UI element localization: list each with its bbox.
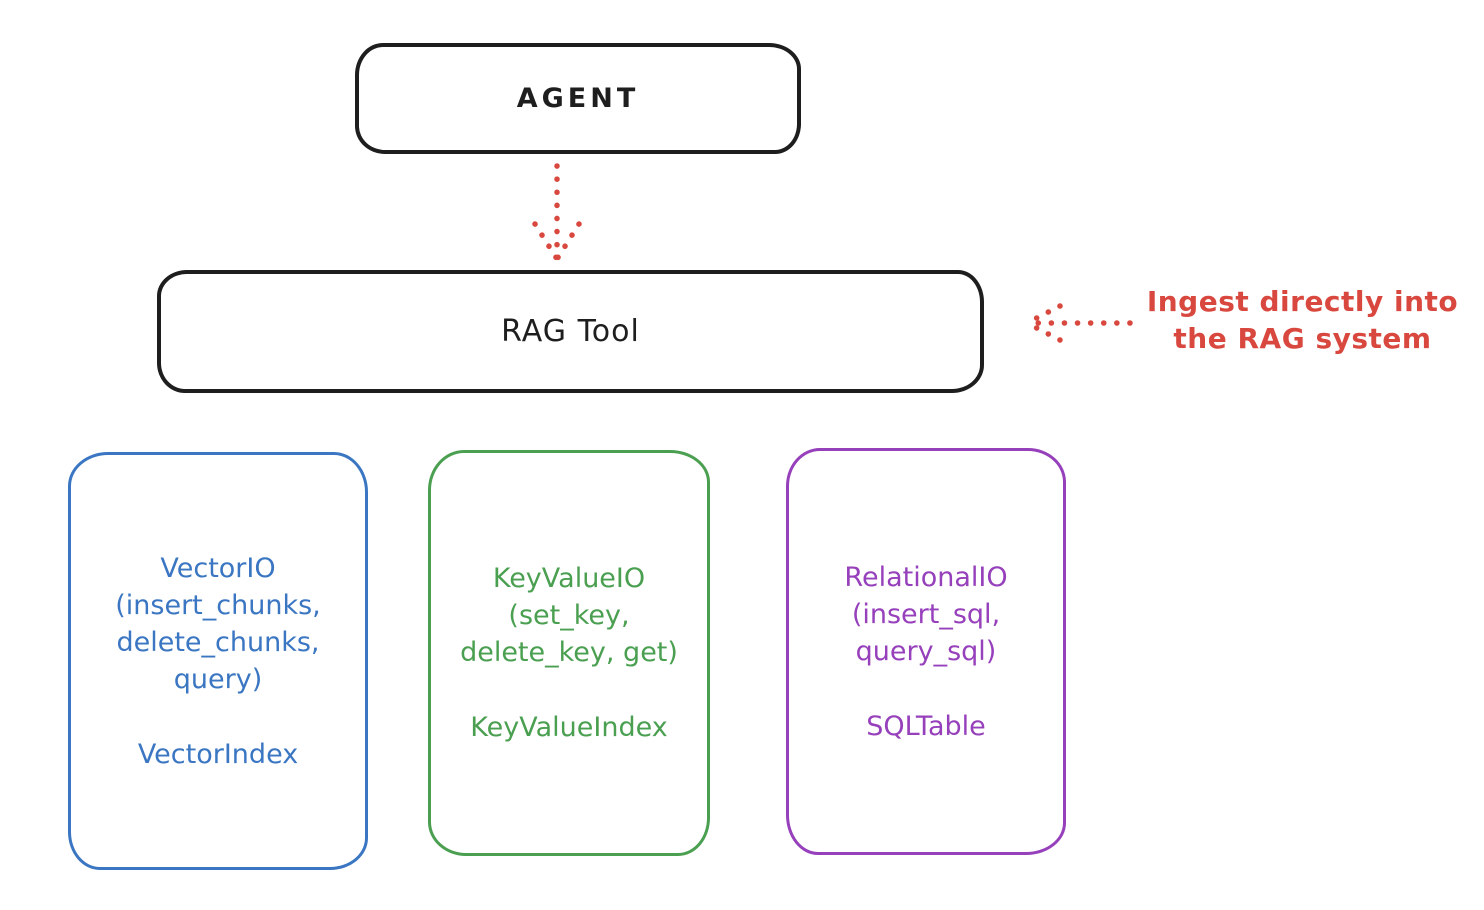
keyvalue-io-node: KeyValueIO (set_key, delete_key, get) Ke… [428,450,710,856]
rag-tool-label: RAG Tool [501,314,640,349]
vector-io-node: VectorIO (insert_chunks, delete_chunks, … [68,452,368,870]
sql-table-label: SQLTable [866,710,986,742]
keyvalue-io-lines: KeyValueIO (set_key, delete_key, get) [460,560,678,671]
keyvalue-index-label: KeyValueIndex [470,712,668,743]
node-text-line: query) [173,663,263,695]
annotation-line: Ingest directly into [1146,285,1459,318]
node-text-line: (insert_sql, [851,598,1001,630]
arrow-wing-right [554,221,582,262]
node-text-line: (insert_chunks, [115,589,321,621]
vector-io-lines: VectorIO (insert_chunks, delete_chunks, … [115,550,320,698]
annotation-line: the RAG system [1173,322,1432,355]
ingest-annotation: Ingest directly into the RAG system [1130,283,1475,357]
agent-to-rag-arrow-icon [532,163,582,262]
node-text-line: query_sql) [855,635,997,667]
node-text-line: (set_key, [508,600,630,631]
vector-index-label: VectorIndex [137,738,299,770]
arrow-wing-left [532,221,560,262]
agent-label: AGENT [516,83,640,114]
arrow-wing-top [1024,303,1063,326]
node-text-line: delete_chunks, [116,626,320,658]
node-text-line: delete_key, get) [460,637,678,668]
relational-io-node: RelationalIO (insert_sql, query_sql) SQL… [786,448,1066,855]
node-text-line: KeyValueIO [492,563,646,594]
node-text-line: RelationalIO [844,561,1008,593]
agent-node: AGENT [355,43,801,154]
node-text-line: VectorIO [160,552,276,584]
rag-tool-node: RAG Tool [157,270,984,393]
arrow-wing-bottom [1024,320,1063,343]
relational-io-lines: RelationalIO (insert_sql, query_sql) [844,559,1007,670]
ingest-arrow-icon [1024,303,1133,343]
